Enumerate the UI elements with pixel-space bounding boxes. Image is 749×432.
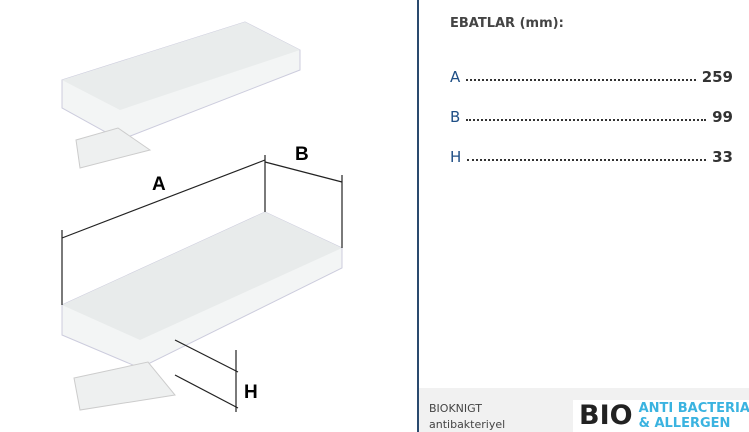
product-name: BIOKNIGT bbox=[429, 402, 482, 415]
dimension-lines bbox=[61, 155, 343, 412]
label-h: H bbox=[244, 382, 258, 403]
filter-dimension-drawing: A B H bbox=[61, 21, 343, 412]
dot-leader bbox=[467, 159, 707, 161]
spec-row-h: H 33 bbox=[450, 148, 733, 166]
dot-leader bbox=[466, 79, 696, 81]
divider bbox=[417, 0, 419, 432]
product-info-panel: BIOKNIGT antibakteriyel BIO ANTI BACTERI… bbox=[419, 388, 749, 432]
spec-value: 99 bbox=[712, 108, 733, 126]
filter-main-image bbox=[61, 211, 343, 411]
spec-row-b: B 99 bbox=[450, 108, 733, 126]
spec-key: H bbox=[450, 148, 462, 166]
spec-key: A bbox=[450, 68, 461, 86]
logo-main: BIO bbox=[579, 400, 633, 431]
logo-line1: ANTI BACTERIA bbox=[638, 401, 749, 416]
label-b: B bbox=[295, 144, 309, 165]
filter-top-image bbox=[61, 21, 301, 169]
spec-row-a: A 259 bbox=[450, 68, 733, 86]
bio-logo: BIO ANTI BACTERIA& ALLERGEN bbox=[573, 400, 749, 432]
product-description: antibakteriyel bbox=[429, 418, 506, 431]
spec-value: 259 bbox=[701, 68, 733, 86]
spec-value: 33 bbox=[712, 148, 733, 166]
spec-key: B bbox=[450, 108, 461, 126]
logo-line2: & ALLERGEN bbox=[638, 416, 731, 431]
dot-leader bbox=[466, 119, 707, 121]
label-a: A bbox=[152, 174, 166, 195]
dimensions-title: EBATLAR (mm): bbox=[450, 16, 564, 31]
